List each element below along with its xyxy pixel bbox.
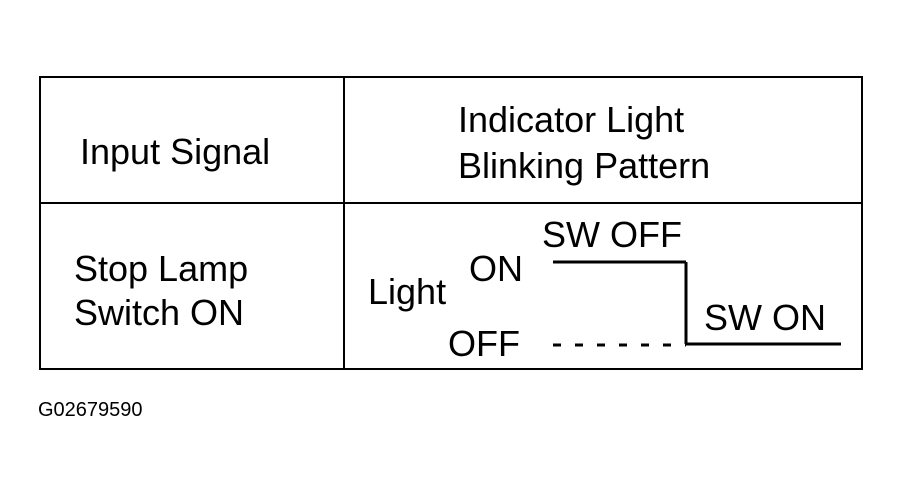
off-label: OFF — [448, 323, 520, 364]
sw-off-label: SW OFF — [542, 214, 682, 255]
header-indicator-line1: Indicator Light — [458, 99, 685, 140]
on-label: ON — [469, 248, 523, 289]
row-divider — [39, 202, 863, 204]
pattern-table — [39, 76, 863, 370]
column-divider — [343, 76, 345, 370]
header-input-signal: Input Signal — [80, 131, 271, 172]
input-signal-line1: Stop Lamp — [74, 248, 249, 289]
header-indicator-line2: Blinking Pattern — [458, 145, 711, 186]
blinking-pattern-diagram: Light ON OFF SW OFF SW ON — [368, 214, 841, 364]
input-signal-line2: Switch ON — [74, 292, 245, 333]
light-label: Light — [368, 271, 446, 312]
sw-on-label: SW ON — [704, 297, 826, 338]
figure-code: G02679590 — [38, 399, 143, 421]
